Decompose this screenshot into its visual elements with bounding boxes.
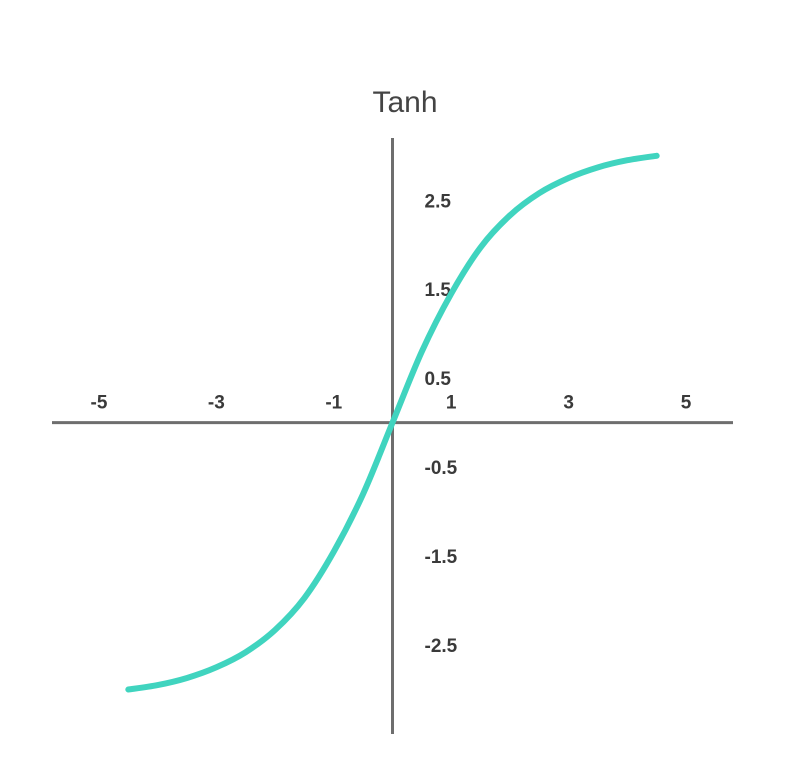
x-tick-label: -3 (208, 393, 225, 414)
y-tick-label: 0.5 (425, 369, 452, 390)
y-tick-label: -0.5 (425, 458, 458, 479)
chart-title: Tanh (372, 86, 437, 119)
series-layer (125, 152, 660, 693)
x-tick-label: 5 (681, 393, 692, 414)
y-tick-label: 1.5 (425, 280, 452, 301)
x-tick-label: 1 (446, 393, 457, 414)
y-tick-label: 2.5 (425, 191, 452, 212)
y-tick-label: -1.5 (425, 547, 458, 568)
tanh-curve (125, 152, 660, 693)
x-tick-label: 3 (563, 393, 574, 414)
x-tick-label: -5 (91, 393, 108, 414)
axes (52, 138, 733, 734)
tick-labels: -5 -3 -1 1 3 5 2.5 1.5 0.5 -0.5 -1.5 -2.5 (91, 191, 692, 657)
y-tick-label: -2.5 (425, 636, 458, 657)
x-tick-label: -1 (325, 393, 342, 414)
